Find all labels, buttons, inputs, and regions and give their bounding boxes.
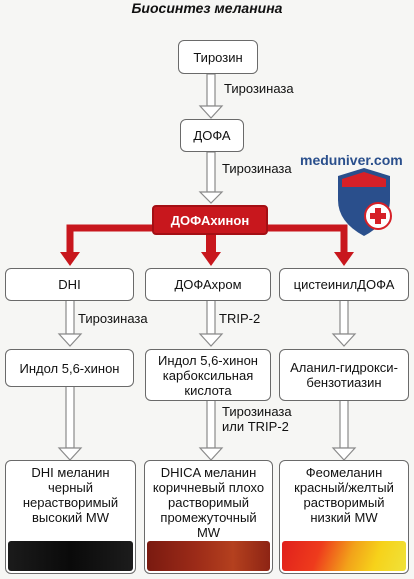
diagram-title: Биосинтез меланина: [131, 0, 283, 16]
node-alanyl: Аланил-гидрокси-бензотиазин: [279, 349, 409, 401]
product-pheomelanin: Феомеланин красный/желтый растворимый ни…: [279, 460, 409, 574]
arrow-indole-product1: [57, 385, 83, 461]
arrow-cysteinyl-alanyl: [331, 299, 357, 347]
node-cysteinyldopa: цистеинилДОФА: [279, 268, 409, 301]
arrow-carboxylic-product2: [198, 399, 224, 461]
brown-melanin-swatch: [147, 541, 270, 571]
node-dopaquinone: ДОФАхинон: [152, 205, 268, 235]
node-indole-quinone: Индол 5,6-хинон: [5, 349, 134, 387]
arrow-alanyl-product3: [331, 399, 357, 461]
node-tyrosine: Тирозин: [178, 40, 258, 74]
product-dhica-melanin-text: DHICA меланин коричневый плохо растворим…: [152, 465, 265, 540]
product-dhica-melanin: DHICA меланин коричневый плохо растворим…: [144, 460, 273, 574]
enzyme-label-5: Тирозиназа или TRIP-2: [222, 404, 292, 434]
product-dhi-melanin-text: DHI меланин черный нерастворимый высокий…: [22, 465, 119, 525]
node-dopachrome: ДОФАхром: [145, 268, 271, 301]
enzyme-label-2: Тирозиназа: [222, 161, 292, 176]
enzyme-label-4: TRIP-2: [219, 311, 261, 326]
node-dopa: ДОФА: [180, 119, 244, 152]
black-melanin-swatch: [8, 541, 133, 571]
node-dhi: DHI: [5, 268, 134, 301]
enzyme-label-1: Тирозиназа: [224, 81, 294, 96]
product-pheomelanin-text: Феомеланин красный/желтый растворимый ни…: [294, 465, 394, 525]
yellow-pheomelanin-swatch: [282, 541, 406, 571]
arrow-tyrosine-dopa: [198, 73, 224, 119]
node-indole-carboxylic: Индол 5,6-хинон карбоксильная кислота: [145, 349, 271, 401]
watermark-text: meduniver.com: [300, 152, 403, 168]
arrow-dopa-dopaquinone: [198, 151, 224, 204]
product-dhi-melanin: DHI меланин черный нерастворимый высокий…: [5, 460, 136, 574]
shield-logo-icon: [338, 168, 392, 236]
enzyme-label-3: Тирозиназа: [78, 311, 148, 326]
